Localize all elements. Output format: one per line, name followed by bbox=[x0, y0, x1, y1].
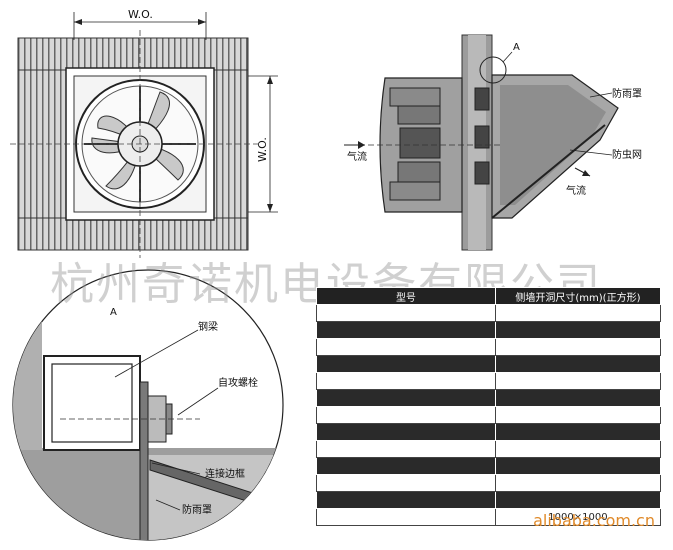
table-cell bbox=[316, 355, 496, 373]
table-row bbox=[316, 321, 662, 339]
table-row bbox=[316, 372, 662, 390]
table-cell bbox=[494, 355, 662, 373]
detail-a-view bbox=[12, 269, 284, 541]
connect-frame-label: 连接边框 bbox=[205, 467, 245, 480]
table-cell bbox=[494, 406, 662, 424]
table-row bbox=[316, 440, 662, 458]
col-header-opening: 侧墙开洞尺寸(mm)(正方形) bbox=[494, 287, 662, 305]
table-cell bbox=[494, 491, 662, 509]
wo-side-label: W.O. bbox=[256, 137, 269, 162]
airflow-in-label: 气流 bbox=[347, 150, 367, 163]
col-header-model: 型号 bbox=[316, 287, 496, 305]
steel-beam-label: 钢梁 bbox=[198, 320, 218, 333]
table-cell bbox=[494, 321, 662, 339]
table-cell bbox=[494, 372, 662, 390]
table-row bbox=[316, 491, 662, 509]
table-cell bbox=[494, 304, 662, 322]
table-row bbox=[316, 389, 662, 407]
table-row bbox=[316, 304, 662, 322]
airflow-out-label: 气流 bbox=[566, 184, 586, 197]
table-cell bbox=[316, 304, 496, 322]
table-row bbox=[316, 457, 662, 475]
table-cell bbox=[316, 406, 496, 424]
table-cell bbox=[494, 389, 662, 407]
insect-net-label: 防虫网 bbox=[612, 148, 642, 161]
side-view bbox=[344, 34, 619, 251]
table-cell bbox=[316, 338, 496, 356]
wo-top-label: W.O. bbox=[128, 8, 153, 21]
rain-hood-label-2: 防雨罩 bbox=[182, 503, 212, 516]
table-row bbox=[316, 474, 662, 492]
table-row bbox=[316, 423, 662, 441]
self-tap-bolt-label: 自攻螺栓 bbox=[218, 376, 258, 389]
table-cell bbox=[316, 423, 496, 441]
table-cell: 1000×1000 bbox=[494, 508, 662, 526]
table-cell bbox=[494, 338, 662, 356]
table-cell bbox=[316, 440, 496, 458]
spec-table: 型号 侧墙开洞尺寸(mm)(正方形) 1000×1000 bbox=[316, 287, 662, 526]
table-row bbox=[316, 406, 662, 424]
table-cell bbox=[494, 457, 662, 475]
front-view bbox=[10, 12, 278, 258]
table-cell bbox=[494, 474, 662, 492]
rain-hood-label: 防雨罩 bbox=[612, 87, 642, 100]
table-row bbox=[316, 338, 662, 356]
table-cell bbox=[316, 474, 496, 492]
alibaba-watermark: alibaba.com.cn bbox=[533, 511, 655, 530]
table-header-row: 型号 侧墙开洞尺寸(mm)(正方形) bbox=[316, 287, 662, 305]
detail-marker-a: A bbox=[513, 42, 520, 53]
table-cell bbox=[316, 457, 496, 475]
table-cell bbox=[316, 321, 496, 339]
table-cell bbox=[494, 440, 662, 458]
table-cell bbox=[316, 508, 496, 526]
table-row: 1000×1000 bbox=[316, 508, 662, 526]
detail-title: A bbox=[110, 307, 117, 318]
table-row bbox=[316, 355, 662, 373]
table-cell bbox=[316, 491, 496, 509]
table-cell bbox=[316, 389, 496, 407]
table-cell bbox=[494, 423, 662, 441]
table-cell bbox=[316, 372, 496, 390]
